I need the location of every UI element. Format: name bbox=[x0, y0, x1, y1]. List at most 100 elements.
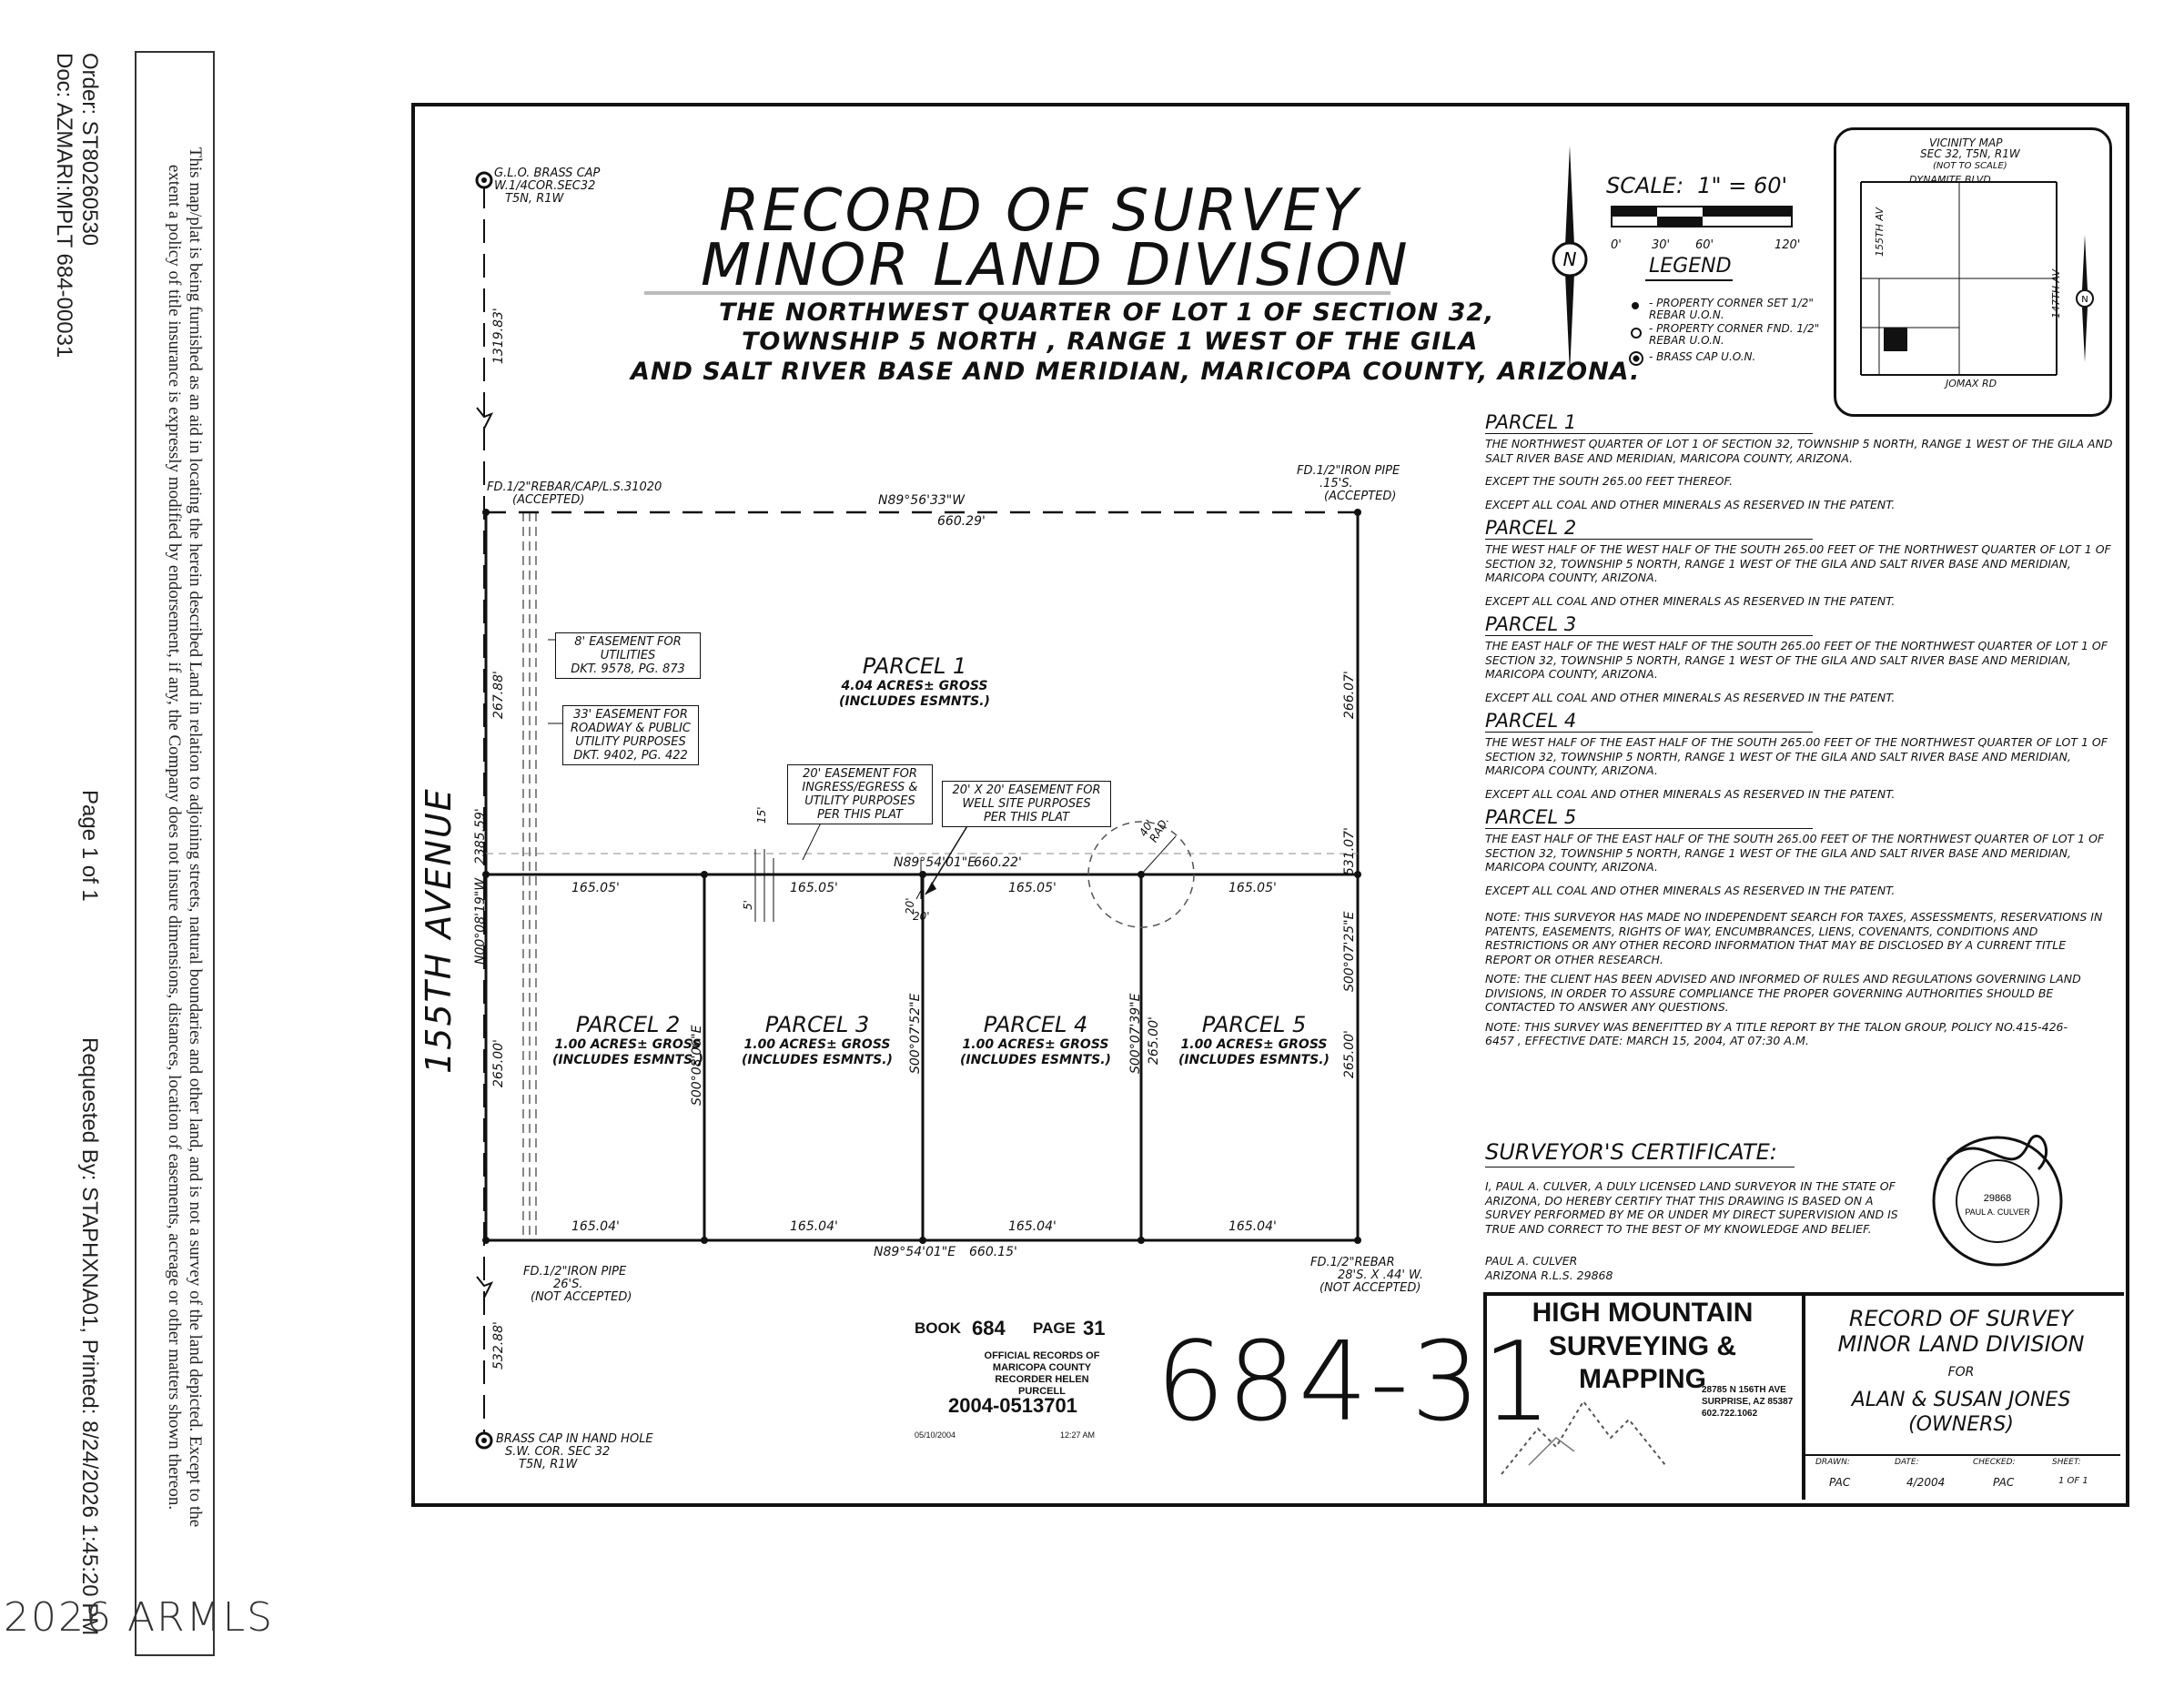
subtitle-line3: AND SALT RIVER BASE AND MERIDIAN, MARICO… bbox=[631, 358, 1641, 386]
easement-8ft-line3: DKT. 9578, PG. 873 bbox=[571, 662, 685, 676]
legal-parcel-4: PARCEL 4 THE WEST HALF OF THE EAST HALF … bbox=[1485, 710, 2113, 801]
scale-tick-30: 30' bbox=[1652, 238, 1671, 252]
record-date: 05/10/2004 bbox=[915, 1430, 956, 1440]
dim-left-267: 267.88' bbox=[491, 671, 506, 719]
legal-parcel-4-text: THE WEST HALF OF THE EAST HALF OF THE SO… bbox=[1485, 735, 2108, 777]
surveyor-seal: 29868 PAUL A. CULVER bbox=[1932, 1135, 2063, 1267]
dim-div3-bearing: S00°07'39"E bbox=[1128, 993, 1143, 1074]
dim-left-265: 265.00' bbox=[491, 1039, 506, 1087]
tb-title-line2: MINOR LAND DIVISION bbox=[1837, 1331, 2085, 1357]
glo-cap-line3: T5N, R1W bbox=[505, 192, 564, 206]
dim-mid-seg-1: 165.05' bbox=[571, 881, 620, 895]
parcel-4-name: PARCEL 4 bbox=[983, 1012, 1088, 1037]
glo-cap-line2: W.1/4COR.SEC32 bbox=[494, 179, 596, 193]
tb-owner-line2: (OWNERS) bbox=[1908, 1413, 2014, 1436]
ne-corner-line1: FD.1/2"IRON PIPE bbox=[1297, 464, 1400, 478]
certificate-text: I, PAUL A. CULVER, A DULY LICENSED LAND … bbox=[1485, 1179, 1898, 1236]
tb-owner-line1: ALAN & SUSAN JONES bbox=[1851, 1389, 2071, 1411]
dim-left-2385: 2385.59' bbox=[473, 808, 488, 864]
tb-title-line1: RECORD OF SURVEY bbox=[1848, 1306, 2074, 1331]
legend-item-cap: - BRASS CAP U.O.N. bbox=[1649, 350, 1756, 363]
vicinity-section: SEC 32, T5N, R1W bbox=[1920, 147, 2020, 160]
copyright-watermark: 2026 ARMLS bbox=[4, 1594, 275, 1641]
legal-parcel-1: PARCEL 1 THE NORTHWEST QUARTER OF LOT 1 … bbox=[1485, 411, 2113, 511]
company-address-line2: SURPRISE, AZ 85387 bbox=[1702, 1397, 1794, 1407]
dim-mid-bearing: N89°54'01"E bbox=[894, 855, 976, 870]
title-block-info-row bbox=[1802, 1454, 2120, 1456]
parcel-2-note: (INCLUDES ESMNTS.) bbox=[552, 1053, 703, 1067]
vicinity-north-icon: N bbox=[2076, 235, 2094, 362]
legal-rule bbox=[1485, 635, 1813, 636]
nw-corner-line2: (ACCEPTED) bbox=[512, 493, 585, 507]
easement-20ft-box: 20' EASEMENT FOR INGRESS/EGRESS & UTILIT… bbox=[787, 764, 933, 824]
legal-parcel-4-heading: PARCEL 4 bbox=[1485, 710, 1577, 732]
legal-parcel-3-except: EXCEPT ALL COAL AND OTHER MINERALS AS RE… bbox=[1485, 690, 1896, 704]
legal-parcel-1-heading: PARCEL 1 bbox=[1485, 411, 1577, 433]
glo-cap-line1: G.L.O. BRASS CAP bbox=[494, 167, 601, 180]
legend-underline bbox=[1645, 279, 1733, 281]
legend-item-found: - PROPERTY CORNER FND. 1/2" REBAR U.O.N. bbox=[1649, 322, 1820, 347]
tb-sheet: 1 OF 1 bbox=[2058, 1476, 2088, 1486]
doc-number: Doc: AZMARI:MPLT 684-00031 bbox=[52, 53, 76, 359]
easement-20ft-line2: INGRESS/EGRESS & bbox=[802, 781, 918, 794]
parcel-2-label: PARCEL 2 1.00 ACRES± GROSS (INCLUDES ESM… bbox=[537, 1012, 719, 1068]
svg-text:PAUL A. CULVER: PAUL A. CULVER bbox=[1965, 1208, 2030, 1217]
record-book-label: BOOK bbox=[915, 1319, 961, 1337]
dim-top-distance: 660.29' bbox=[937, 514, 986, 529]
title-line2: MINOR LAND DIVISION bbox=[701, 232, 1410, 299]
dim-mid-distance: 660.22' bbox=[974, 855, 1022, 870]
easement-20ft-line1: 20' EASEMENT FOR bbox=[803, 767, 917, 781]
legend-brass-cap-icon bbox=[1629, 351, 1643, 366]
dim-left-1319: 1319.83' bbox=[491, 308, 506, 364]
dim-left-bearing: N00°08'19"W bbox=[473, 877, 488, 965]
parcel-1-note: (INCLUDES ESMNTS.) bbox=[839, 694, 990, 709]
certificate-rls: ARIZONA R.L.S. 29868 bbox=[1485, 1269, 1613, 1282]
tb-for: FOR bbox=[1947, 1365, 1975, 1380]
dim-bot-seg-1: 165.04' bbox=[571, 1219, 620, 1234]
legal-parcel-2-except: EXCEPT ALL COAL AND OTHER MINERALS AS RE… bbox=[1485, 593, 1896, 608]
note-1: NOTE: THIS SURVEYOR HAS MADE NO INDEPEND… bbox=[1485, 910, 2103, 966]
subtitle-line1: THE NORTHWEST QUARTER OF LOT 1 OF SECTIO… bbox=[719, 298, 1495, 327]
north-arrow-icon: N bbox=[1552, 146, 1588, 373]
legal-descriptions: PARCEL 1 THE NORTHWEST QUARTER OF LOT 1 … bbox=[1485, 411, 2113, 1048]
parcel-3-label: PARCEL 3 1.00 ACRES± GROSS (INCLUDES ESM… bbox=[726, 1012, 908, 1068]
dim-div3-265: 265.00' bbox=[1147, 1016, 1161, 1065]
vicinity-map-drawing bbox=[1860, 181, 2058, 376]
scale-label: SCALE: 1" = 60' bbox=[1606, 173, 1788, 198]
tb-date-label: DATE: bbox=[1895, 1458, 1919, 1467]
dim-right-531: 531.07' bbox=[1342, 827, 1357, 875]
nw-corner-line1: FD.1/2"REBAR/CAP/L.S.31020 bbox=[487, 480, 662, 494]
dim-bot-seg-2: 165.04' bbox=[790, 1219, 838, 1234]
dim-five: 5' bbox=[742, 900, 754, 910]
legal-rule bbox=[1485, 732, 1813, 733]
legal-parcel-5-except: EXCEPT ALL COAL AND OTHER MINERALS AS RE… bbox=[1485, 883, 1896, 897]
dim-fifteen: 15' bbox=[755, 806, 768, 824]
se-corner-line1: FD.1/2"REBAR bbox=[1310, 1256, 1395, 1269]
parcel-5-name: PARCEL 5 bbox=[1201, 1012, 1307, 1037]
easement-33ft-line2: ROADWAY & PUBLIC bbox=[570, 722, 692, 735]
parcel-3-acres: 1.00 ACRES± GROSS bbox=[743, 1037, 891, 1052]
record-official: OFFICIAL RECORDS OF MARICOPA COUNTY RECO… bbox=[984, 1350, 1100, 1397]
order-number: Order: ST80260530 bbox=[77, 53, 102, 247]
legend-item-set: - PROPERTY CORNER SET 1/2" REBAR U.O.N. bbox=[1649, 297, 1814, 321]
easement-33ft-line4: DKT. 9402, PG. 422 bbox=[573, 749, 688, 763]
svg-text:N: N bbox=[2081, 295, 2088, 305]
tb-date: 4/2004 bbox=[1906, 1476, 1946, 1489]
title-line1: RECORD OF SURVEY bbox=[719, 177, 1360, 245]
dim-right-265: 265.00' bbox=[1342, 1030, 1357, 1078]
parcel-4-label: PARCEL 4 1.00 ACRES± GROSS (INCLUDES ESM… bbox=[945, 1012, 1127, 1068]
legal-parcel-1-text: THE NORTHWEST QUARTER OF LOT 1 OF SECTIO… bbox=[1485, 437, 2113, 465]
legal-rule bbox=[1485, 828, 1813, 829]
disclaimer-text: This map/plat is being furnished as an a… bbox=[165, 147, 205, 1528]
svg-text:N: N bbox=[1563, 248, 1577, 270]
dim-top-bearing: N89°56'33"W bbox=[878, 493, 966, 508]
sw-corner-line2: 26'S. bbox=[553, 1278, 583, 1291]
certificate-name: PAUL A. CULVER bbox=[1485, 1254, 1578, 1268]
tb-sheet-label: SHEET: bbox=[2052, 1458, 2081, 1467]
page-count: Page 1 of 1 bbox=[77, 790, 102, 902]
parcel-1-acres: 4.04 ACRES± GROSS bbox=[841, 679, 988, 693]
dim-div1-bearing: S00°08'06"E bbox=[690, 1025, 704, 1106]
dim-left-532: 532.88' bbox=[491, 1321, 506, 1370]
parcel-4-acres: 1.00 ACRES± GROSS bbox=[962, 1037, 1109, 1052]
legal-parcel-3-heading: PARCEL 3 bbox=[1485, 613, 1577, 635]
